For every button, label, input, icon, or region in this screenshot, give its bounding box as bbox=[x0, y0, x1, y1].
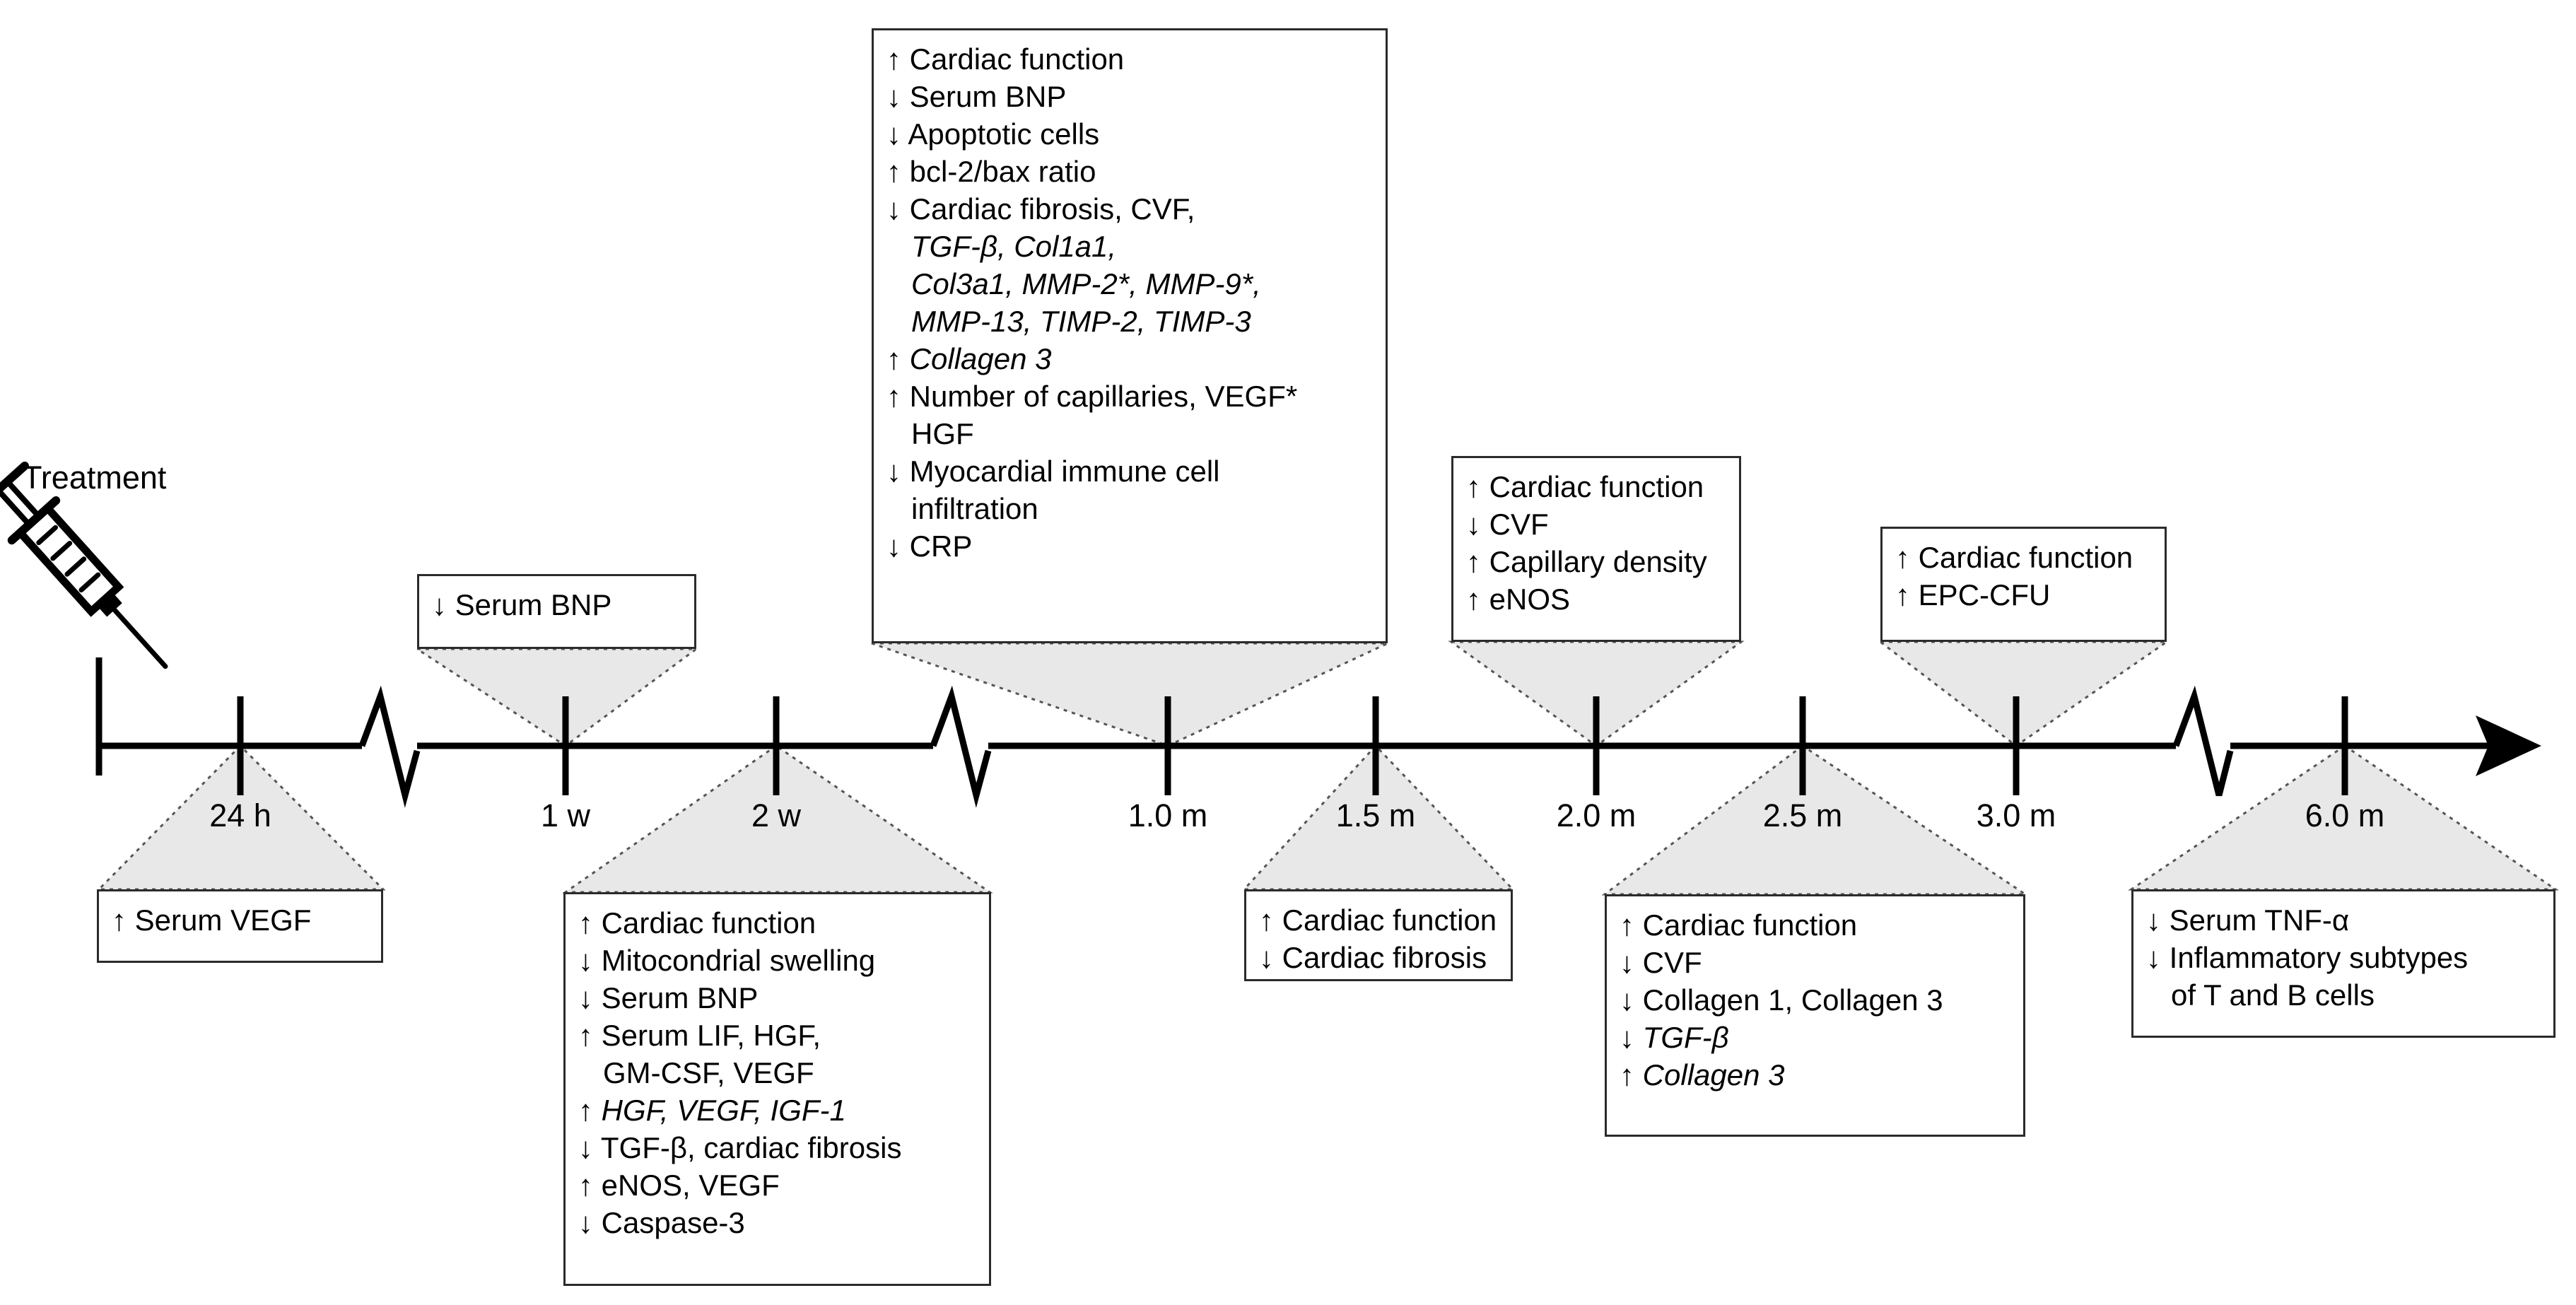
event-line: ↑ Serum VEGF bbox=[112, 903, 312, 937]
connector-3m bbox=[1877, 640, 2170, 747]
event-line: infiltration bbox=[886, 492, 1038, 525]
tick-label-25m: 2.5 m bbox=[1762, 797, 1843, 833]
tick-label-1m: 1.0 m bbox=[1128, 797, 1208, 833]
event-line: MMP-13, TIMP-2, TIMP-3 bbox=[886, 305, 1251, 338]
timeline-arrow-icon bbox=[2476, 715, 2541, 776]
event-line: HGF bbox=[886, 417, 974, 450]
event-box-25m[interactable]: ↑ Cardiac function ↓ CVF ↓ Collagen 1, Col… bbox=[1605, 894, 2025, 1137]
event-line: GM-CSF, VEGF bbox=[578, 1056, 814, 1089]
axis-break-1 bbox=[358, 685, 421, 808]
event-line: ↓ CRP bbox=[886, 529, 973, 563]
tick-label-6m: 6.0 m bbox=[2305, 797, 2385, 833]
axis-break-3 bbox=[2172, 685, 2234, 797]
event-line: ↓ CVF bbox=[1466, 508, 1549, 541]
event-line: ↑ Cardiac function bbox=[1620, 908, 1858, 942]
event-box-24h[interactable]: ↑ Serum VEGF bbox=[97, 889, 383, 963]
event-box-60m[interactable]: ↓ Serum TNF-α ↓ Inflammatory subtypes of … bbox=[2131, 889, 2555, 1038]
treatment-label: Treatment bbox=[23, 460, 167, 496]
tick-label-24h: 24 h bbox=[209, 797, 271, 833]
event-line: Col3a1, MMP-2*, MMP-9*, bbox=[886, 267, 1261, 300]
event-line: ↓ Cardiac fibrosis bbox=[1259, 941, 1487, 974]
event-line: ↑ bcl-2/bax ratio bbox=[886, 155, 1096, 188]
event-box-1w[interactable]: ↓ Serum BNP bbox=[417, 574, 696, 649]
event-line: ↑ Cardiac function bbox=[1895, 541, 2133, 574]
event-line: ↓ Serum BNP bbox=[886, 80, 1067, 113]
event-box-2m[interactable]: ↑ Cardiac function ↓ CVF ↑ Capillary densi… bbox=[1451, 456, 1741, 642]
event-line: TGF-β, Col1a1, bbox=[886, 230, 1117, 263]
event-box-3m[interactable]: ↑ Cardiac function ↑ EPC-CFU bbox=[1880, 527, 2167, 642]
event-line: ↑ Serum LIF, HGF, bbox=[578, 1019, 821, 1052]
event-line: ↑ HGF, VEGF, IGF-1 bbox=[578, 1094, 846, 1127]
event-line: ↓ Myocardial immune cell bbox=[886, 455, 1220, 488]
event-line: ↓ Apoptotic cells bbox=[886, 117, 1100, 151]
connector-group-below bbox=[96, 744, 2559, 896]
event-line: ↑ Cardiac function bbox=[578, 906, 816, 940]
event-box-15m[interactable]: ↑ Cardiac function ↓ Cardiac fibrosis bbox=[1244, 889, 1513, 981]
event-line: ↓ Cardiac fibrosis, CVF, bbox=[886, 192, 1195, 226]
event-line: of T and B cells bbox=[2146, 978, 2375, 1012]
event-line: ↑ eNOS bbox=[1466, 583, 1571, 616]
event-line: ↓ CVF bbox=[1620, 946, 1702, 979]
event-line: ↓ Collagen 1, Collagen 3 bbox=[1620, 983, 1943, 1017]
event-line: ↓ Inflammatory subtypes bbox=[2146, 941, 2469, 974]
event-line: ↑ eNOS, VEGF bbox=[578, 1169, 780, 1202]
event-line: ↑ EPC-CFU bbox=[1895, 578, 2051, 611]
event-line: ↑ Cardiac function bbox=[1259, 903, 1497, 937]
event-line: ↑ Cardiac function bbox=[1466, 470, 1704, 503]
tick-group bbox=[237, 696, 2348, 795]
event-line: ↓ Mitocondrial swelling bbox=[578, 944, 876, 977]
syringe-icon bbox=[0, 461, 168, 669]
tick-label-15m: 1.5 m bbox=[1335, 797, 1416, 833]
axis-break-2 bbox=[930, 685, 992, 808]
event-box-2w[interactable]: ↑ Cardiac function ↓ Mitocondrial swellin… bbox=[563, 892, 991, 1286]
event-line: ↓ Serum BNP bbox=[432, 588, 612, 621]
event-line: ↑ Capillary density bbox=[1466, 545, 1707, 578]
tick-label-1w: 1 w bbox=[540, 797, 591, 833]
connector-group-above bbox=[413, 640, 2170, 747]
event-line: ↓ Caspase-3 bbox=[578, 1206, 745, 1239]
event-line: ↓ Serum BNP bbox=[578, 981, 759, 1014]
tick-label-2m: 2.0 m bbox=[1556, 797, 1637, 833]
event-line: ↓ TGF-β, cardiac fibrosis bbox=[578, 1131, 902, 1164]
connector-1w bbox=[413, 648, 700, 747]
event-line: ↑ Number of capillaries, VEGF* bbox=[886, 380, 1298, 413]
axis-break-group bbox=[358, 685, 2234, 808]
connector-2m bbox=[1448, 640, 1745, 747]
tick-label-2w: 2 w bbox=[751, 797, 802, 833]
tick-label-3m: 3.0 m bbox=[1976, 797, 2056, 833]
event-line: ↑ Collagen 3 bbox=[1620, 1058, 1785, 1092]
connector-1m bbox=[871, 642, 1388, 747]
event-box-1m[interactable]: ↑ Cardiac function ↓ Serum BNP ↓ Apoptotic… bbox=[872, 28, 1388, 643]
event-line: ↑ Collagen 3 bbox=[886, 342, 1052, 375]
event-line: ↑ Cardiac function bbox=[886, 42, 1125, 76]
event-line: ↓ TGF-β bbox=[1620, 1021, 1729, 1054]
event-line: ↓ Serum TNF-α bbox=[2146, 903, 2350, 937]
